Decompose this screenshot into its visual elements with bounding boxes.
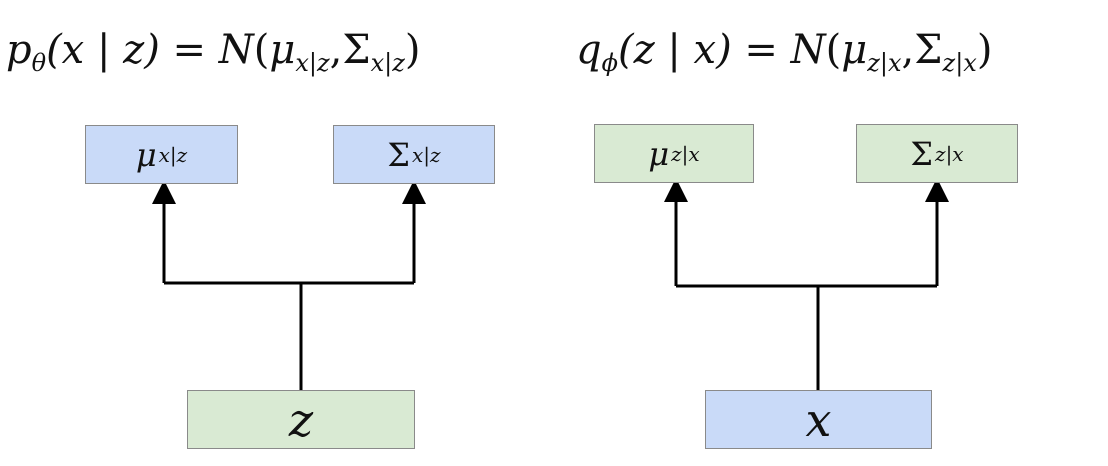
formula-sigma-subscript: x|z	[370, 49, 405, 77]
formula-close-paren: )	[976, 27, 993, 73]
encoder-formula: qϕ(z | x) = N(μz|x,Σz|x)	[576, 22, 992, 78]
box-subscript: x|z	[412, 142, 441, 167]
formula-open-paren: (	[825, 27, 842, 73]
formula-sigma: Σ	[342, 27, 371, 73]
decoder-formula: pθ(x | z) = N(μx|z,Σx|z)	[6, 22, 421, 78]
formula-function: q	[576, 27, 602, 73]
formula-distribution: N	[790, 27, 826, 73]
encoder-input-box: x	[705, 390, 932, 449]
box-subscript: x|z	[158, 142, 188, 167]
formula-equals: =	[159, 27, 219, 73]
box-symbol: x	[805, 392, 832, 447]
formula-mu: μ	[269, 27, 296, 73]
formula-comma: ,	[329, 27, 343, 73]
formula-mu: μ	[841, 27, 868, 73]
box-symbol: μ	[648, 134, 670, 173]
box-subscript: z|x	[671, 141, 700, 166]
formula-function: p	[6, 27, 32, 73]
box-symbol: μ	[135, 135, 157, 174]
formula-mu-subscript: x|z	[295, 49, 330, 77]
box-subscript: z|x	[935, 141, 964, 166]
box-symbol: z	[288, 392, 314, 447]
formula-sigma: Σ	[914, 27, 943, 73]
formula-mu-subscript: z|x	[867, 49, 902, 77]
box-symbol: Σ	[910, 134, 934, 173]
formula-arguments: (z | x)	[617, 27, 732, 73]
formula-function-subscript: θ	[31, 49, 47, 77]
formula-sigma-subscript: z|x	[942, 49, 977, 77]
decoder-input-box: z	[187, 390, 415, 449]
formula-close-paren: )	[404, 27, 421, 73]
formula-equals: =	[731, 27, 791, 73]
formula-comma: ,	[901, 27, 915, 73]
formula-open-paren: (	[253, 27, 270, 73]
formula-arguments: (x | z)	[46, 27, 160, 73]
box-symbol: Σ	[387, 135, 411, 174]
formula-function-subscript: ϕ	[601, 49, 618, 77]
formula-distribution: N	[218, 27, 254, 73]
